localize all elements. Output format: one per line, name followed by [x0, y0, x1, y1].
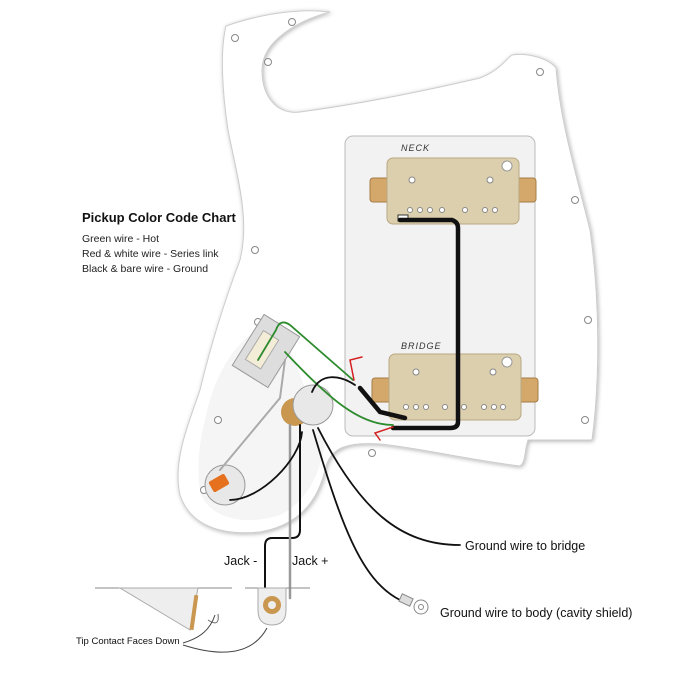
- tone-pot: [204, 464, 246, 506]
- neck-pickup: [369, 157, 537, 225]
- tip-contact-label: Tip Contact Faces Down: [76, 636, 180, 647]
- ring-terminal: [398, 593, 429, 615]
- neck-label: NECK: [401, 143, 431, 153]
- bridge-label: BRIDGE: [401, 341, 442, 351]
- legend-title: Pickup Color Code Chart: [82, 210, 236, 225]
- tip-arrows: [182, 614, 268, 653]
- ground-black: [311, 376, 356, 393]
- volume-pot: [281, 384, 334, 426]
- jack-plus-label: Jack +: [292, 554, 329, 568]
- legend-series: Red & white wire - Series link: [82, 248, 219, 260]
- legend-hot: Green wire - Hot: [82, 233, 160, 245]
- series-wire-2: [373, 426, 394, 441]
- tone-ground-wire: [229, 431, 303, 501]
- ground-body-label: Ground wire to body (cavity shield): [440, 606, 633, 620]
- series-wire: [349, 356, 363, 381]
- jack-side-view: [95, 587, 232, 631]
- bridge-ground-wire: [357, 385, 408, 421]
- jack-front-view: [245, 587, 310, 626]
- ground-bridge-label: Ground wire to bridge: [465, 539, 586, 553]
- neck-ground-wire: [390, 217, 461, 431]
- switch-to-tone-wire: [219, 359, 286, 471]
- hot-wire-1: [257, 321, 354, 381]
- wires: [219, 217, 461, 601]
- hot-wire-2: [284, 351, 394, 426]
- bridge-pickup: [371, 353, 539, 421]
- legend-ground: Black & bare wire - Ground: [82, 263, 209, 275]
- jack-minus-label: Jack -: [224, 554, 258, 568]
- jack-minus-wire: [264, 424, 301, 599]
- ground-to-body-wire: [312, 429, 401, 601]
- ground-to-bridge-wire: [317, 427, 461, 546]
